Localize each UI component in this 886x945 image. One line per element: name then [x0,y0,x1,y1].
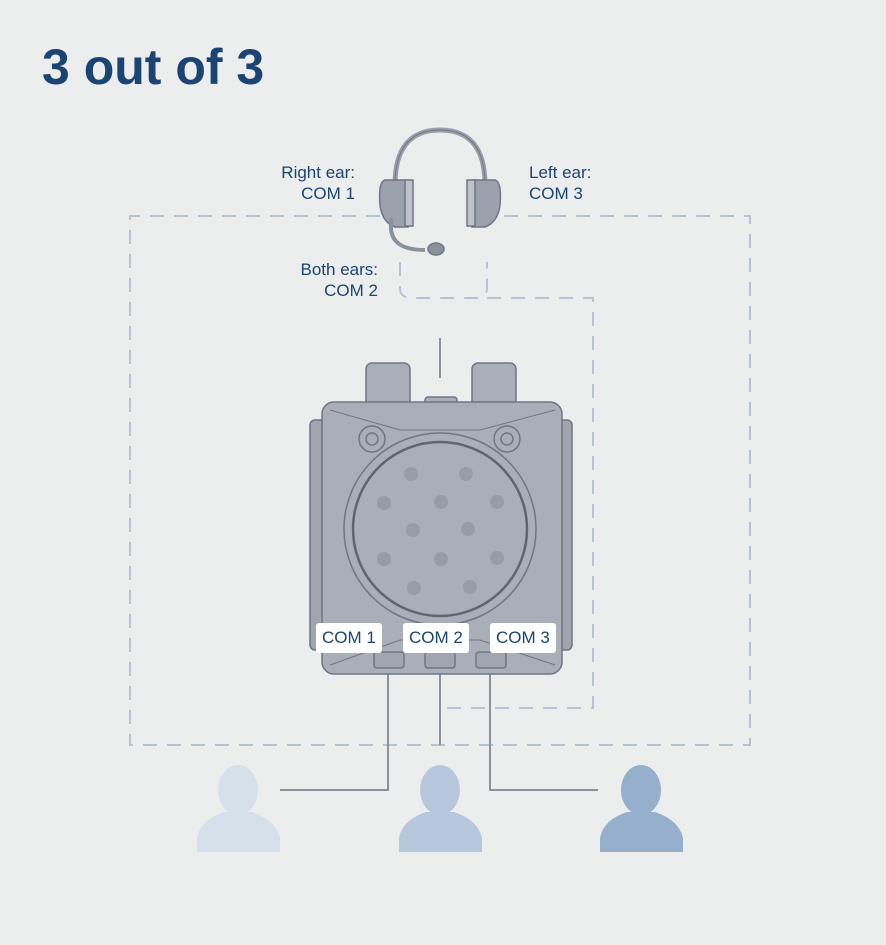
left-ear-label: Left ear: COM 3 [529,162,591,204]
page-title: 3 out of 3 [42,39,265,95]
radio-device-icon [309,362,573,675]
headset-icon [378,127,502,256]
com3-wire [489,668,598,791]
person-icon-2 [399,765,482,852]
left-ear-title: Left ear: [529,163,592,182]
port-com2-label: COM 2 [403,623,469,653]
com2-dashed-link [440,297,594,709]
wires [280,338,598,791]
right-ear-title: Right ear: [281,163,355,182]
both-ears-title: Both ears: [300,260,379,279]
port-com1-label: COM 1 [316,623,382,653]
person-icon-3 [600,765,683,852]
right-ear-port: COM 1 [301,184,355,203]
left-ear-port: COM 3 [529,184,583,203]
both-ears-label: Both ears: COM 2 [270,259,379,301]
person-icon-1 [197,765,280,852]
both-ears-dashed-link [399,262,488,299]
port-com3-label: COM 3 [490,623,556,653]
right-ear-label: Right ear: COM 1 [250,162,355,204]
both-ears-port: COM 2 [324,281,378,300]
com1-wire [280,668,389,791]
